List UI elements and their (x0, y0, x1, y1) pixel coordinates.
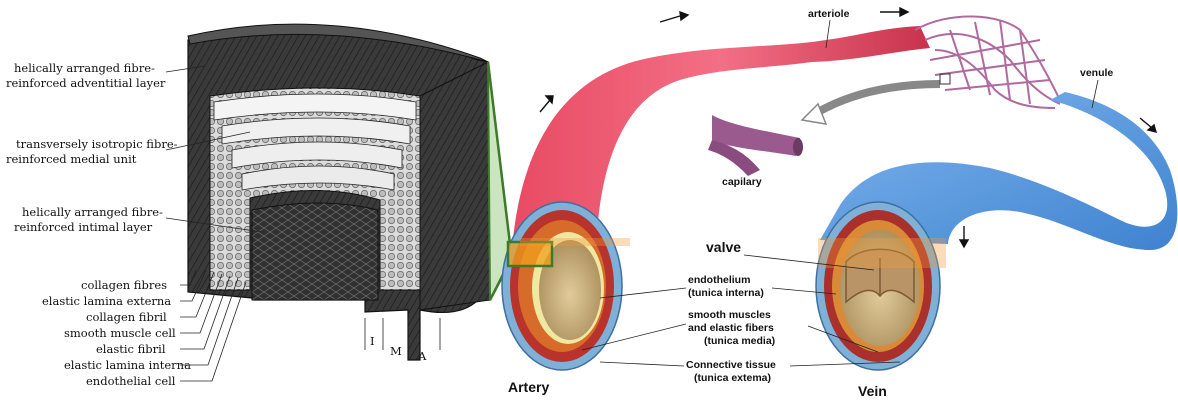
intima-lumen (252, 203, 378, 300)
marker-media: M (390, 344, 402, 358)
label-intimal-1: helically arranged fibre- (22, 205, 163, 219)
circulation-illustration: arteriole venule capilary valve endothel… (502, 8, 1177, 399)
marker-intima: I (370, 334, 375, 348)
right-wall (420, 62, 490, 310)
artery-cross-section (502, 202, 630, 370)
label-smooth-muscle-cell: smooth muscle cell (64, 326, 176, 340)
label-collagen-fibril: collagen fibril (86, 310, 167, 324)
label-intimal-2: reinforced intimal layer (14, 220, 153, 234)
label-collagen-fibres: collagen fibres (81, 278, 167, 292)
label-medial-2: reinforced medial unit (6, 152, 137, 166)
label-artery: Artery (508, 379, 549, 395)
label-elastic-lamina-interna: elastic lamina interna (64, 358, 191, 372)
label-arteriole: arteriole (808, 8, 850, 20)
label-medial-1: transversely isotropic fibre- (16, 137, 178, 151)
label-elastic-lamina-externa: elastic lamina externa (42, 294, 171, 308)
label-capillary: capilary (722, 176, 762, 188)
artery-wall-cutaway: I M A (188, 24, 490, 363)
label-adventitial-2: reinforced adventitial layer (6, 76, 166, 90)
label-endothelium-2: (tunica interna) (688, 287, 764, 299)
label-endothelium-1: endothelium (688, 274, 750, 286)
label-venule: venule (1080, 67, 1113, 79)
label-smooth-3: (tunica media) (704, 335, 775, 347)
marker-adventitia: A (417, 349, 427, 363)
zoom-arrow (818, 84, 940, 112)
label-endothelial-cell: endothelial cell (86, 374, 176, 388)
label-smooth-1: smooth muscles (688, 309, 771, 321)
label-elastic-fibril: elastic fibril (96, 342, 166, 356)
capillary-bed (915, 16, 1060, 108)
capillary-icon (708, 115, 803, 176)
label-connective-1: Connective tissue (686, 359, 776, 371)
label-adventitial-1: helically arranged fibre- (14, 61, 155, 75)
label-valve: valve (706, 239, 741, 255)
label-vein: Vein (858, 383, 887, 399)
label-smooth-2: and elastic fibers (688, 322, 774, 334)
label-connective-2: (tunica extema) (694, 372, 771, 384)
